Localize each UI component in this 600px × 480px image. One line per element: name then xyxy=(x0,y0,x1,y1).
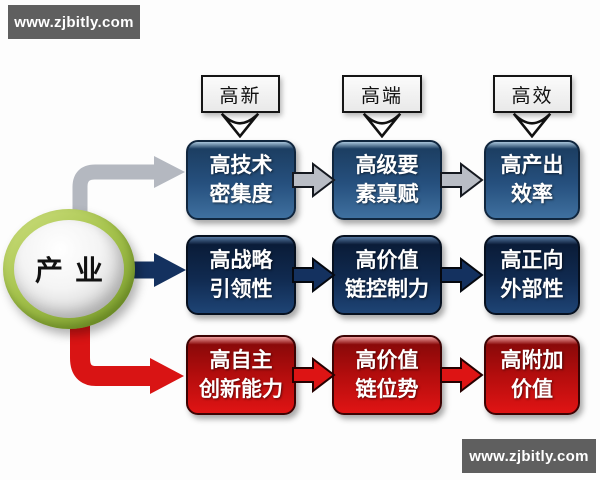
box-text-line: 高产出 xyxy=(500,153,564,177)
box-high-added-value: 高附加 价值 xyxy=(484,335,580,415)
box-advanced-factor-endowment: 高级要 素禀赋 xyxy=(332,140,442,220)
box-high-independent-innovation: 高自主 创新能力 xyxy=(186,335,296,415)
box-text-line: 素禀赋 xyxy=(355,182,419,206)
right-arrow-icon xyxy=(292,162,336,198)
box-high-output-efficiency: 高产出 效率 xyxy=(484,140,580,220)
hub-sphere: 产业 xyxy=(14,220,124,318)
box-text-line: 效率 xyxy=(511,182,553,206)
right-arrow-icon xyxy=(440,257,484,293)
box-text-line: 高级要 xyxy=(355,153,419,177)
down-arrow-icon xyxy=(220,112,260,138)
red-elbow-arrow-icon xyxy=(70,310,184,394)
gray-elbow-arrow-icon xyxy=(72,156,185,228)
top-label-gaoduan: 高端 xyxy=(342,75,422,113)
box-text-line: 密集度 xyxy=(209,182,273,206)
right-arrow-icon xyxy=(440,162,484,198)
watermark-bottom: www.zjbitly.com xyxy=(462,439,596,473)
right-arrow-icon xyxy=(440,357,484,393)
watermark-top: www.zjbitly.com xyxy=(8,5,140,39)
right-arrow-icon xyxy=(292,257,336,293)
box-text-line: 高价值 xyxy=(355,348,419,372)
box-text-line: 创新能力 xyxy=(199,377,283,401)
box-text-line: 外部性 xyxy=(500,277,564,301)
box-text-line: 价值 xyxy=(511,377,553,401)
box-high-positive-externality: 高正向 外部性 xyxy=(484,235,580,315)
box-text-line: 链位势 xyxy=(355,377,419,401)
top-label-gaoxin: 高新 xyxy=(201,75,280,113)
box-text-line: 高技术 xyxy=(209,153,273,177)
box-text-line: 链控制力 xyxy=(345,277,429,301)
box-text-line: 引领性 xyxy=(209,277,273,301)
down-arrow-icon xyxy=(512,112,552,138)
box-high-strategic-leadership: 高战略 引领性 xyxy=(186,235,296,315)
top-label-gaoxiao: 高效 xyxy=(493,75,572,113)
box-text-line: 高战略 xyxy=(209,248,273,272)
box-text-line: 高价值 xyxy=(355,248,419,272)
hub-circle: 产业 xyxy=(3,209,135,329)
box-text-line: 高自主 xyxy=(209,348,273,372)
box-high-tech-intensity: 高技术 密集度 xyxy=(186,140,296,220)
box-text-line: 高正向 xyxy=(500,248,564,272)
right-arrow-icon xyxy=(292,357,336,393)
hub-label: 产业 xyxy=(34,256,115,287)
box-high-value-chain-control: 高价值 链控制力 xyxy=(332,235,442,315)
down-arrow-icon xyxy=(362,112,402,138)
box-text-line: 高附加 xyxy=(500,348,564,372)
box-high-value-chain-position: 高价值 链位势 xyxy=(332,335,442,415)
